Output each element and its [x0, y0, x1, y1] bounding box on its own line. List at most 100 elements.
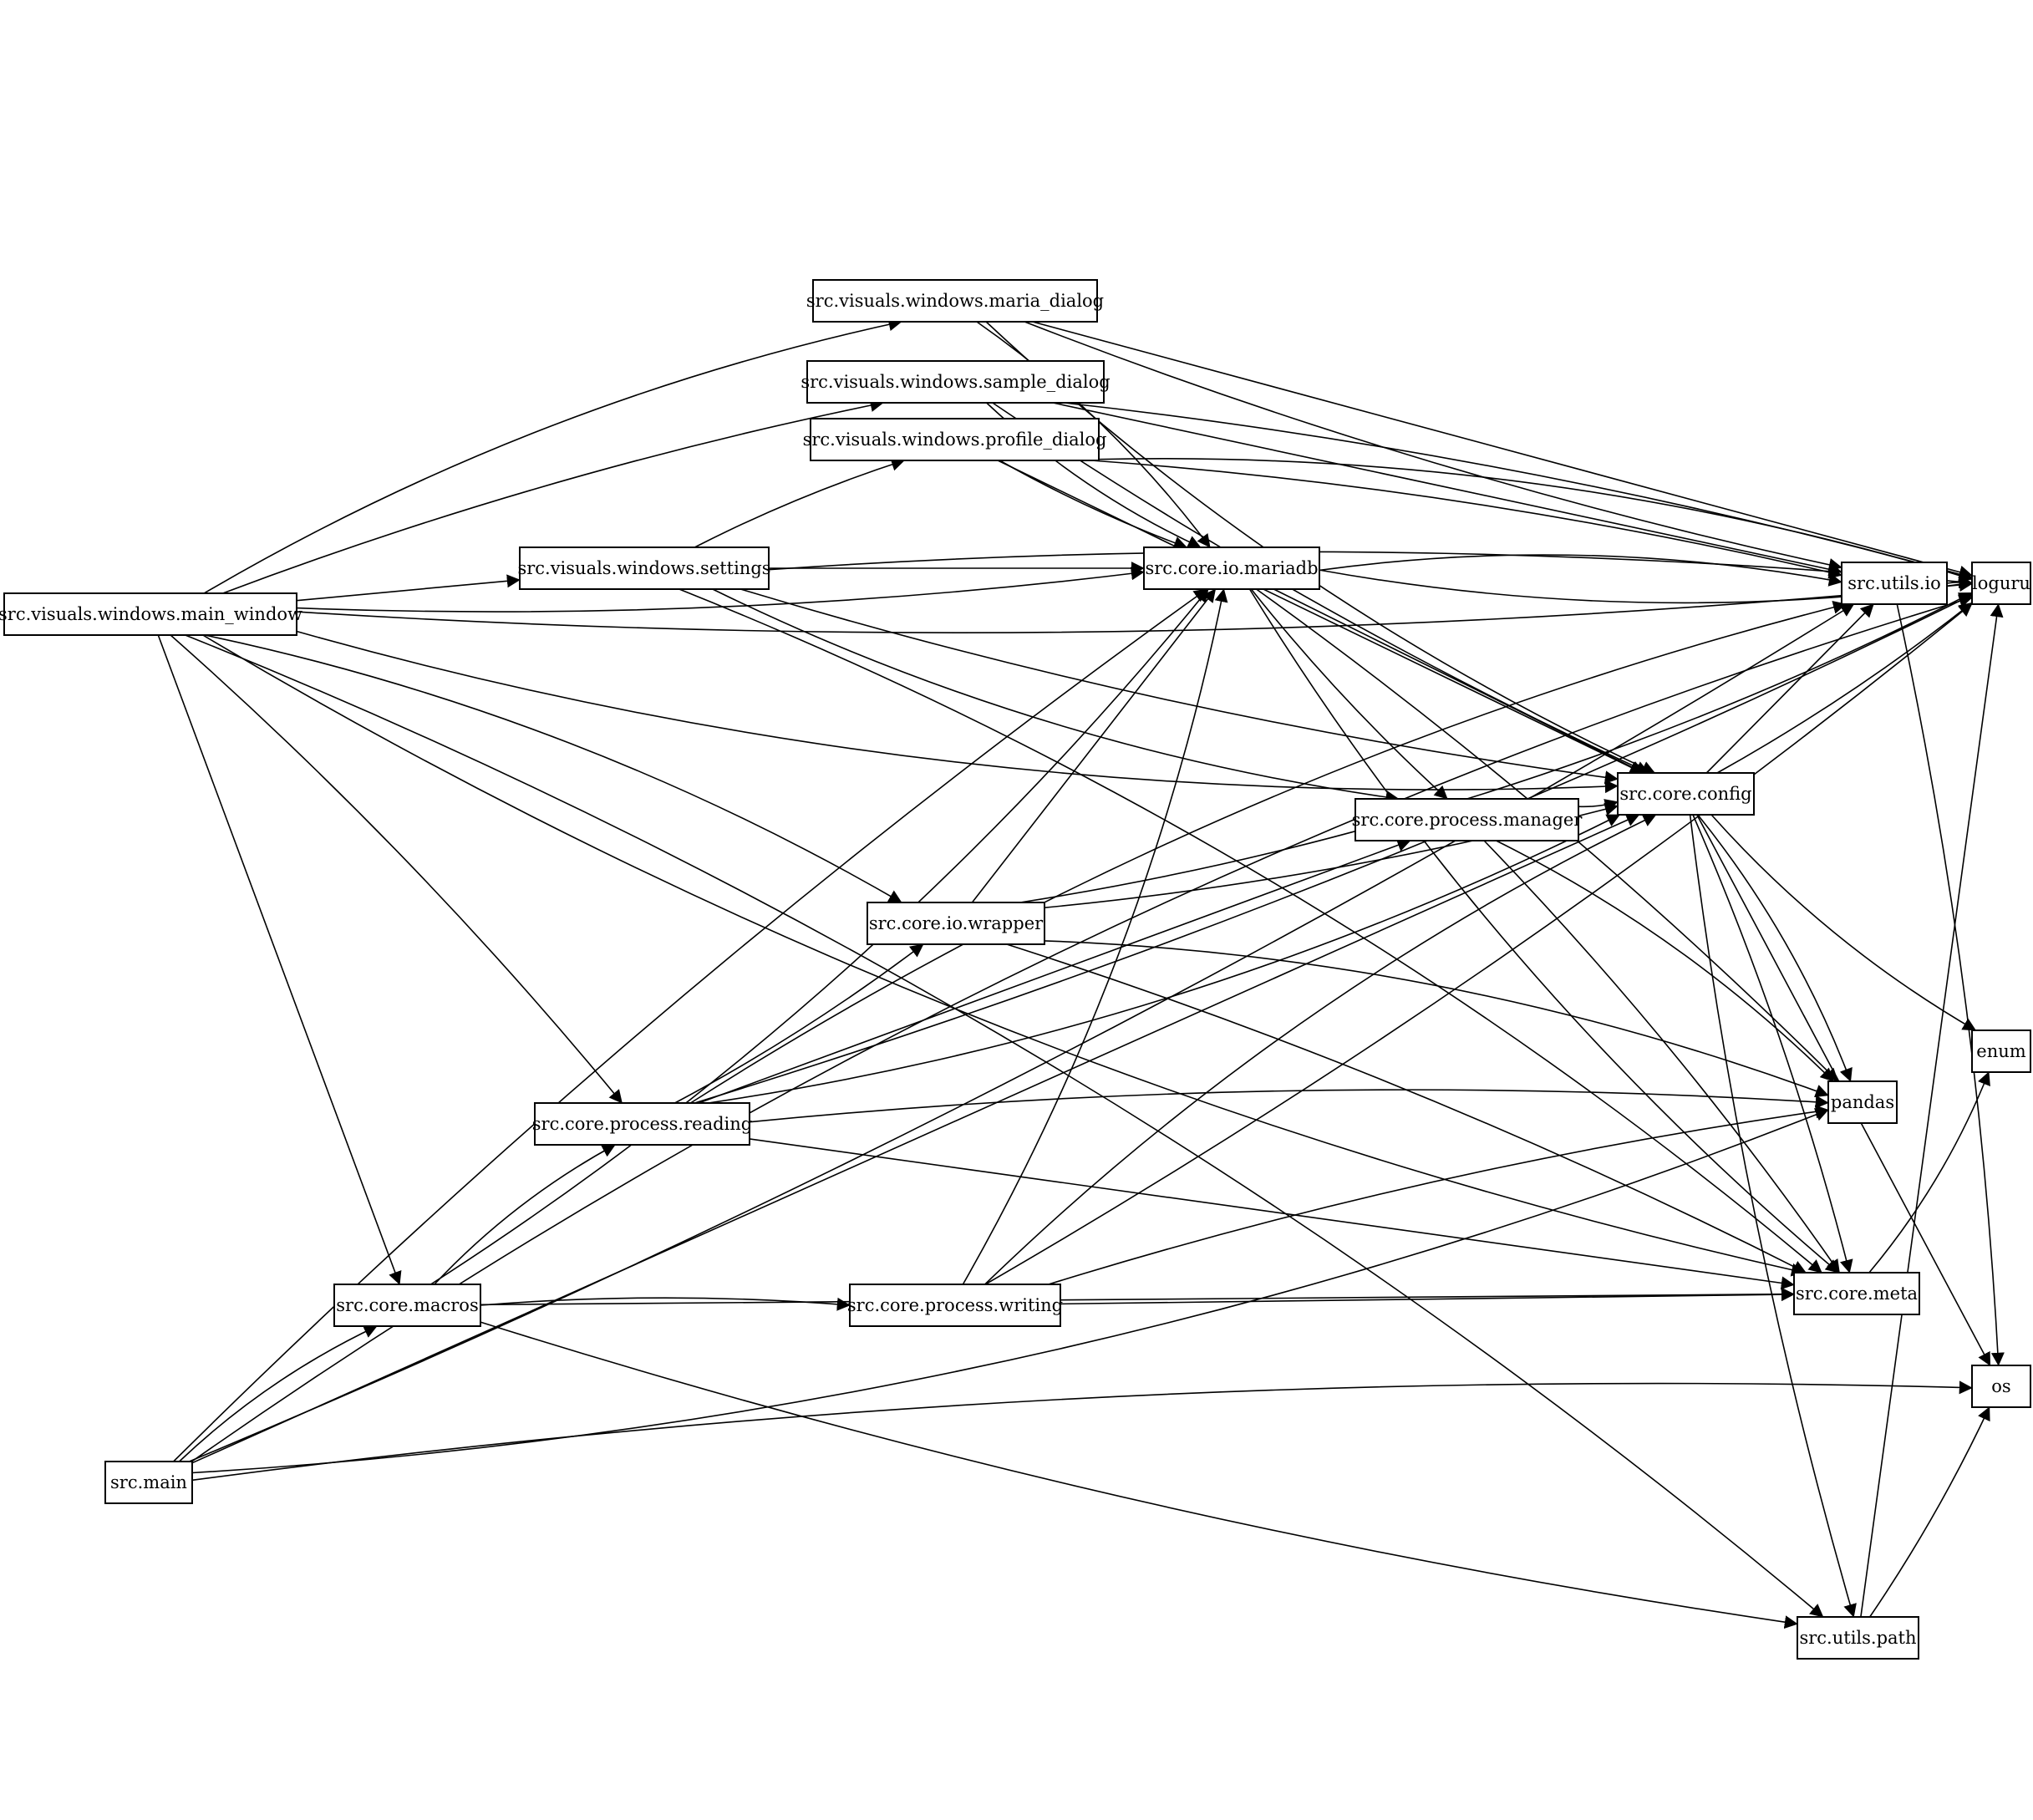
edge-profile_dialog-to-loguru [1098, 458, 1973, 582]
edge-macros-to-reading [434, 1144, 616, 1285]
edge-writing-to-meta [1060, 1288, 1795, 1305]
node-meta: src.core.meta [1793, 1272, 1920, 1315]
node-label: src.visuals.windows.profile_dialog [803, 430, 1107, 450]
node-utils_path: src.utils.path [1797, 1616, 1919, 1660]
node-box [1617, 772, 1755, 816]
node-box [806, 360, 1105, 404]
edge-settings-to-profile_dialog [694, 458, 905, 548]
edge-meta-to-enum [1868, 1071, 1990, 1273]
node-label: src.core.io.mariadb [1145, 558, 1318, 578]
edge-main_window-to-reading [170, 634, 623, 1104]
edge-manager-to-config [1578, 799, 1619, 812]
node-label: src.core.meta [1796, 1284, 1918, 1304]
edge-utils_path-to-loguru [1860, 603, 2004, 1618]
node-label: pandas [1831, 1092, 1894, 1112]
node-label: src.utils.path [1799, 1628, 1916, 1648]
edge-main_window-to-macros [157, 634, 402, 1285]
edge-sample_dialog-to-utils_io [1052, 402, 1842, 577]
edge-main_window-to-meta [202, 634, 1805, 1277]
edge-wrapper-to-loguru [1019, 592, 1973, 903]
node-box [810, 418, 1100, 461]
edge-src_main-to-loguru [191, 594, 1973, 1462]
edge-settings-to-meta [679, 588, 1822, 1273]
node-label: src.core.io.wrapper [869, 913, 1044, 933]
node-box [1971, 562, 2031, 605]
edge-config-to-meta [1692, 814, 1853, 1273]
edge-settings-to-loguru [768, 551, 1973, 589]
node-label: src.core.process.writing [847, 1295, 1063, 1315]
node-reading: src.core.process.reading [532, 1102, 752, 1146]
edge-macros-to-mariadb [430, 588, 1209, 1285]
edge-manager-to-meta [1483, 840, 1841, 1273]
node-box [1354, 798, 1579, 841]
edge-main_window-to-maria_dialog [203, 318, 902, 594]
edge-src_main-to-os [191, 1380, 1973, 1482]
node-box [1797, 1616, 1919, 1660]
node-label: src.utils.io [1847, 573, 1940, 593]
edge-config-to-pandas [1697, 814, 1853, 1082]
node-maria_dialog: src.visuals.windows.maria_dialog [806, 279, 1104, 323]
edge-maria_dialog-to-utils_io [1024, 321, 1842, 572]
edge-main_window-to-utils_path [185, 634, 1824, 1618]
edge-settings-to-manager [712, 588, 1400, 804]
edge-src_main-to-mariadb [173, 588, 1208, 1462]
node-writing: src.core.process.writing [847, 1284, 1063, 1327]
edge-writing-to-config [984, 814, 1657, 1285]
node-box [534, 1102, 750, 1146]
edge-reading-to-wrapper [674, 943, 924, 1104]
edge-mariadb-to-config [1273, 588, 1644, 774]
edge-config-to-enum [1710, 814, 1977, 1031]
node-mariadb: src.core.io.mariadb [1143, 547, 1320, 590]
node-label: src.main [110, 1472, 187, 1492]
edge-src_main-to-config [191, 813, 1640, 1464]
edge-main_window-to-sample_dialog [222, 399, 884, 594]
node-box [333, 1284, 481, 1327]
node-label: src.visuals.windows.sample_dialog [800, 372, 1110, 392]
node-box [1793, 1272, 1920, 1315]
node-wrapper: src.core.io.wrapper [867, 902, 1045, 945]
edge-macros-to-utils_path [480, 1321, 1798, 1629]
node-box [1971, 1029, 2031, 1073]
edge-profile_dialog-to-utils_io [1090, 460, 1842, 579]
edge-reading-to-loguru [694, 594, 1973, 1104]
edge-reading-to-config [708, 814, 1621, 1104]
edge-writing-to-pandas [1048, 1105, 1829, 1285]
node-label: loguru [1972, 573, 2030, 593]
edge-writing-to-loguru [984, 602, 1973, 1285]
edge-reading-to-meta [749, 1138, 1795, 1290]
edge-src_main-to-pandas [191, 1108, 1829, 1474]
edge-profile_dialog-to-mariadb [999, 460, 1187, 550]
node-loguru: loguru [1971, 562, 2031, 605]
node-box [1841, 562, 1948, 605]
node-box [519, 547, 770, 590]
edge-mariadb-to-manager [1250, 588, 1448, 800]
edge-writing-to-mariadb [962, 588, 1228, 1285]
node-enum: enum [1971, 1029, 2031, 1073]
edge-main_window-to-mariadb [296, 567, 1145, 613]
edge-wrapper-to-pandas [1044, 940, 1829, 1098]
node-macros: src.core.macros [333, 1284, 481, 1327]
edge-config-to-utils_io [1705, 603, 1874, 774]
edge-utils_io-to-os [1896, 603, 2005, 1366]
node-box [849, 1284, 1061, 1327]
edge-main_window-to-wrapper [204, 634, 902, 903]
node-os: os [1971, 1365, 2031, 1408]
node-profile_dialog: src.visuals.windows.profile_dialog [803, 418, 1107, 461]
edge-main_window-to-config [296, 630, 1619, 794]
edge-settings-to-config [740, 588, 1619, 785]
node-sample_dialog: src.visuals.windows.sample_dialog [800, 360, 1111, 404]
edge-main_window-to-settings [296, 574, 521, 602]
nodes-layer: src.visuals.windows.main_window src.visua… [0, 279, 2031, 1660]
node-utils_io: src.utils.io [1841, 562, 1948, 605]
node-box [104, 1461, 193, 1504]
edge-config-to-utils_path [1689, 814, 1857, 1618]
edge-maria_dialog-to-loguru [1032, 321, 1973, 579]
edge-wrapper-to-meta [1006, 943, 1807, 1273]
node-main_window: src.visuals.windows.main_window [0, 592, 302, 636]
node-box [1827, 1080, 1898, 1124]
node-label: src.core.macros [336, 1295, 478, 1315]
node-box [812, 279, 1098, 323]
node-src_main: src.main [104, 1461, 193, 1504]
node-label: src.visuals.windows.maria_dialog [806, 291, 1104, 311]
edge-mariadb-to-meta [1248, 588, 1840, 1273]
